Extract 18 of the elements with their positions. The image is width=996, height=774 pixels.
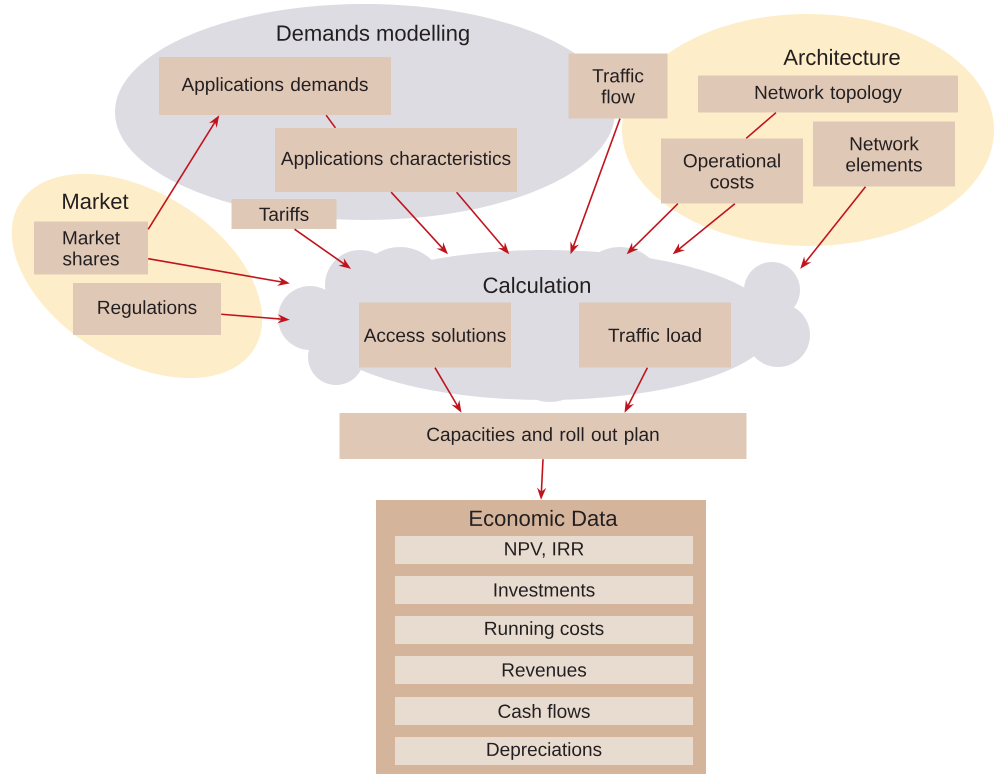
- process-box: Operational costs: [661, 138, 803, 204]
- item-bar: Depreciations: [395, 737, 693, 765]
- item-bar: NPV, IRR: [395, 536, 693, 564]
- process-box: Access solutions: [359, 302, 511, 368]
- process-box: Network topology: [698, 76, 958, 112]
- item-bar: Investments: [395, 576, 693, 604]
- item-bar: Cash flows: [395, 697, 693, 725]
- process-box: Applications demands: [159, 57, 391, 115]
- process-box: Tariffs: [232, 199, 336, 229]
- process-box: Applications characteristics: [275, 128, 517, 192]
- process-box: Traffic load: [579, 302, 731, 368]
- process-box: Capacities and roll out plan: [340, 413, 746, 459]
- item-bar: Revenues: [395, 656, 693, 684]
- process-box: Regulations: [73, 283, 221, 335]
- process-box: Traffic flow: [568, 54, 668, 118]
- item-bar: Running costs: [395, 616, 693, 644]
- process-box: Market shares: [34, 222, 148, 274]
- process-box: Network elements: [813, 122, 955, 186]
